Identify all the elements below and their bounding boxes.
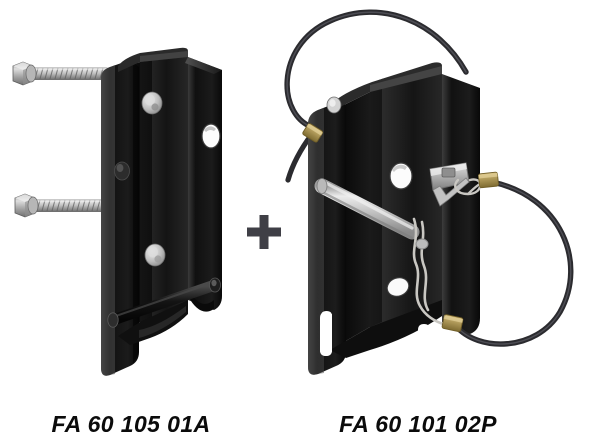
hex-nut-upper bbox=[12, 61, 37, 86]
brass-ferrule-upper-right bbox=[478, 171, 499, 189]
plus-symbol bbox=[246, 214, 282, 250]
hex-nut-bolt-lower bbox=[14, 193, 112, 218]
bracket-with-safety-cables-illustration bbox=[284, 9, 574, 375]
side-stud bbox=[114, 161, 130, 181]
hex-nut-lower bbox=[14, 193, 39, 218]
forked-foot-right bbox=[418, 324, 430, 372]
rivet-top bbox=[326, 96, 342, 114]
bolt-shaft-upper bbox=[29, 67, 108, 80]
round-hole bbox=[201, 123, 221, 149]
rivet-upper bbox=[141, 91, 163, 115]
rivet-lower bbox=[144, 243, 166, 267]
round-hole-upper bbox=[389, 162, 413, 190]
cross-pin bbox=[107, 277, 221, 328]
product-image-left bbox=[0, 0, 250, 400]
slot-hole-lower bbox=[386, 277, 410, 297]
part-number-label-right: FA 60 101 02P bbox=[339, 411, 497, 437]
bolt-shaft-lower bbox=[31, 199, 112, 212]
lanyard-wire bbox=[412, 217, 448, 327]
product-image-right bbox=[270, 0, 600, 400]
cable-loop-right bbox=[453, 179, 574, 347]
brass-ferrule-lower-right bbox=[441, 314, 464, 333]
retaining-clamp bbox=[429, 162, 470, 207]
brass-ferrule-left bbox=[302, 123, 324, 143]
aluminium-cross-tube bbox=[314, 178, 420, 240]
forked-foot-left bbox=[320, 311, 332, 356]
hex-nut-bolt-upper bbox=[12, 61, 108, 86]
bracket-with-bolts-illustration bbox=[12, 47, 222, 376]
part-number-label-left: FA 60 105 01A bbox=[51, 411, 211, 437]
u-channel-bracket-body bbox=[101, 47, 222, 376]
plus-icon bbox=[247, 215, 281, 249]
